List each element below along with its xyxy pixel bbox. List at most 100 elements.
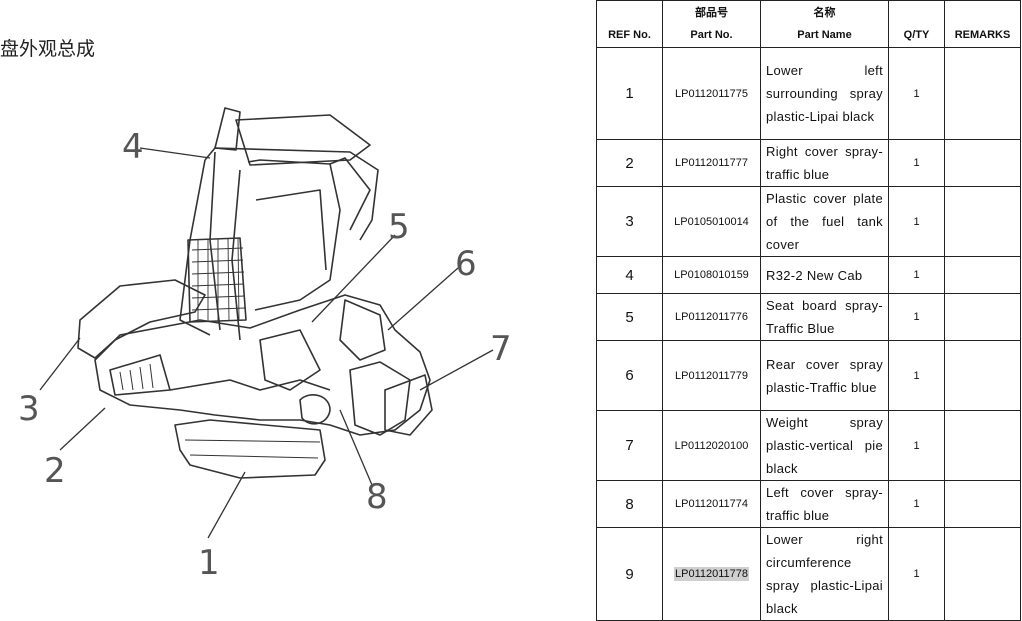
qty-cell-text: 1: [913, 215, 920, 228]
ref-cell: 3: [596, 186, 663, 257]
part-name-cell: Rear cover spray plastic-Traffic blue: [760, 340, 889, 411]
part-name-cell-text: Rear cover spray plastic-Traffic blue: [766, 356, 883, 395]
ref-cell-text: 7: [625, 437, 634, 454]
table-row: 7 LP0112020100 Weight spray plastic-vertic…: [596, 410, 1021, 481]
ref-cell-text: 3: [625, 213, 634, 230]
part-no-cell: LP0112011777: [662, 139, 761, 187]
qty-cell-text: 1: [913, 87, 920, 100]
table-row: 6 LP0112011779 Rear cover spray plastic-Tr…: [596, 340, 1021, 411]
qty-cell-text: 1: [913, 157, 920, 169]
ref-cell: 5: [596, 293, 663, 341]
qty-cell-text: 1: [913, 311, 920, 323]
qty-cell: 1: [888, 340, 945, 411]
part-name-cell: R32-2 New Cab: [760, 256, 889, 294]
part-name-cell-text: Lower right circumference spray plastic-…: [766, 532, 883, 616]
callout-2: 2: [44, 451, 66, 491]
part-no-cell-text: LP0112011778: [674, 567, 749, 581]
ref-cell-text: 5: [625, 308, 634, 326]
ref-cell: 4: [596, 256, 663, 294]
diagram-drawing: 4 5 6 7 3 2 8 1: [18, 107, 512, 583]
part-no-cell: LP0112011774: [662, 480, 761, 528]
remarks-cell: [944, 340, 1021, 411]
table-row: 1 LP0112011775 Lower left surrounding spra…: [596, 47, 1021, 140]
part-name-cell: Left cover spray-traffic blue: [760, 480, 889, 528]
part-name-cell: Seat board spray-Traffic Blue: [760, 293, 889, 341]
header-qty: Q/TY: [888, 0, 945, 48]
ref-cell-text: 8: [625, 495, 634, 513]
qty-cell: 1: [888, 139, 945, 187]
qty-cell-text: 1: [913, 369, 920, 382]
part-name-cell-text: Left cover spray-traffic blue: [766, 485, 883, 523]
ref-cell: 9: [596, 527, 663, 621]
ref-cell: 6: [596, 340, 663, 411]
part-no-cell-text: LP0112020100: [674, 439, 749, 452]
callout-1: 1: [198, 543, 220, 583]
part-name-cell: Right cover spray-traffic blue: [760, 139, 889, 187]
remarks-cell: [944, 186, 1021, 257]
header-ref: REF No.: [596, 0, 663, 48]
part-name-cell-text: Seat board spray-Traffic Blue: [766, 298, 883, 336]
table-row: 8 LP0112011774 Left cover spray-traffic bl…: [596, 480, 1021, 528]
qty-cell-text: 1: [913, 568, 920, 580]
remarks-cell: [944, 256, 1021, 294]
part-name-cell-text: Weight spray plastic-vertical pie black: [766, 415, 883, 476]
parts-table-body: 1 LP0112011775 Lower left surrounding spra…: [596, 47, 1021, 621]
ref-cell-text: 6: [625, 367, 634, 384]
part-no-cell: LP0112011775: [662, 47, 761, 140]
remarks-cell: [944, 47, 1021, 140]
ref-cell: 2: [596, 139, 663, 187]
table-row: 9 LP0112011778 Lower right circumference s…: [596, 527, 1021, 621]
qty-cell-text: 1: [913, 498, 920, 510]
part-no-cell: LP0112011778: [662, 527, 761, 621]
qty-cell-text: 1: [913, 269, 920, 281]
part-name-cell: Weight spray plastic-vertical pie black: [760, 410, 889, 481]
remarks-cell: [944, 480, 1021, 528]
part-no-cell: LP0112011779: [662, 340, 761, 411]
part-name-cell-text: Plastic cover plate of the fuel tank cov…: [766, 191, 883, 252]
ref-cell: 7: [596, 410, 663, 481]
callout-6: 6: [455, 244, 477, 284]
remarks-cell: [944, 410, 1021, 481]
qty-cell: 1: [888, 186, 945, 257]
callout-4: 4: [122, 127, 144, 167]
part-name-cell-text: Right cover spray-traffic blue: [766, 144, 883, 182]
ref-cell-text: 9: [625, 565, 634, 583]
part-no-cell-text: LP0105010014: [674, 215, 749, 228]
ref-cell-text: 1: [625, 85, 634, 102]
part-no-cell: LP0112011776: [662, 293, 761, 341]
ref-cell-text: 4: [625, 266, 634, 284]
part-name-cell-text: R32-2 New Cab: [766, 267, 863, 283]
qty-cell: 1: [888, 256, 945, 294]
table-row: 3 LP0105010014 Plastic cover plate of the …: [596, 186, 1021, 257]
ref-cell-text: 2: [625, 154, 634, 172]
remarks-cell: [944, 293, 1021, 341]
part-name-cell: Plastic cover plate of the fuel tank cov…: [760, 186, 889, 257]
part-no-cell-text: LP0112011774: [675, 498, 748, 510]
page-title: 盘外观总成: [0, 38, 96, 60]
qty-cell: 1: [888, 293, 945, 341]
qty-cell: 1: [888, 410, 945, 481]
part-no-cell-text: LP0112011776: [675, 311, 748, 323]
callout-7: 7: [490, 329, 512, 369]
part-name-cell: Lower left surrounding spray plastic-Lip…: [760, 47, 889, 140]
ref-cell: 1: [596, 47, 663, 140]
remarks-cell: [944, 139, 1021, 187]
header-remarks: REMARKS: [944, 0, 1021, 48]
callout-8: 8: [366, 477, 388, 517]
qty-cell: 1: [888, 527, 945, 621]
part-no-cell: LP0105010014: [662, 186, 761, 257]
table-row: 5 LP0112011776 Seat board spray-Traffic Bl…: [596, 293, 1021, 341]
excavator-exploded-diagram: 4 5 6 7 3 2 8 1: [0, 90, 560, 590]
qty-cell: 1: [888, 47, 945, 140]
remarks-cell: [944, 527, 1021, 621]
part-no-cell: LP0112020100: [662, 410, 761, 481]
part-no-cell-text: LP0112011775: [675, 87, 748, 100]
part-no-cell-text: LP0112011779: [675, 369, 748, 382]
ref-cell: 8: [596, 480, 663, 528]
part-name-cell: Lower right circumference spray plastic-…: [760, 527, 889, 621]
